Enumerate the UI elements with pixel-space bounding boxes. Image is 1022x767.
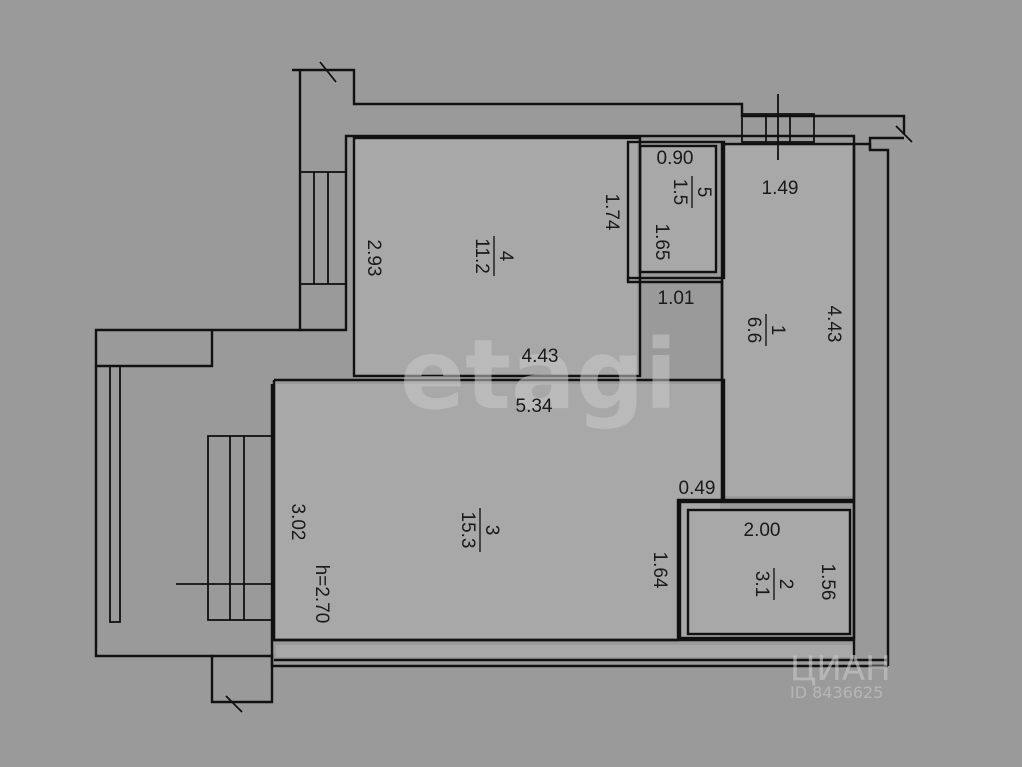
room-4-area: 11.2 bbox=[471, 238, 492, 274]
right-exterior-wall bbox=[868, 136, 904, 150]
top-exterior-wall bbox=[292, 68, 906, 134]
break-mark-right bbox=[895, 125, 913, 143]
bottom-exterior-wall bbox=[212, 654, 888, 668]
balcony-window bbox=[109, 365, 121, 623]
corridor-fill bbox=[276, 645, 854, 657]
dim-room4-width: 4.43 bbox=[522, 346, 559, 367]
room-5-walls bbox=[626, 140, 726, 280]
room-3-fill bbox=[276, 384, 720, 640]
room-5-inner bbox=[638, 144, 718, 274]
watermarks: etagi ЦИАН ID 8436625 bbox=[400, 319, 891, 702]
etagi-watermark: etagi bbox=[400, 319, 677, 431]
dim-room2-depth-right: 1.56 bbox=[817, 564, 838, 601]
dim-room4-depth: 2.93 bbox=[363, 240, 384, 277]
dim-room1-width: 1.49 bbox=[762, 178, 799, 199]
window-left-lower bbox=[207, 435, 273, 621]
room-3-number: 3 bbox=[481, 525, 502, 536]
room-2-area: 3.1 bbox=[751, 571, 772, 597]
dim-room2-depth-left: 1.64 bbox=[649, 552, 670, 589]
walls bbox=[94, 68, 906, 704]
room-3-label: 3 15.3 bbox=[457, 508, 502, 552]
room-5-area: 1.5 bbox=[669, 179, 690, 205]
room-2-inner bbox=[686, 508, 852, 636]
dim-room4-notch: 1.74 bbox=[601, 194, 622, 231]
room-fills bbox=[276, 138, 854, 657]
room-1-label: 1 6.6 bbox=[743, 314, 788, 346]
break-mark-bottom bbox=[225, 695, 243, 713]
room-4-fill bbox=[355, 138, 637, 374]
room-5-number: 5 bbox=[693, 187, 714, 198]
ceiling-height-label: h=2.70 bbox=[311, 565, 332, 624]
room-5-label: 5 1.5 bbox=[669, 176, 714, 208]
room-4-label: 4 11.2 bbox=[471, 236, 516, 276]
dim-room3-step: 0.49 bbox=[679, 478, 716, 499]
dim-room3-width: 5.34 bbox=[516, 396, 553, 417]
room-5-fill bbox=[642, 146, 716, 272]
room-1-area: 6.6 bbox=[743, 317, 764, 343]
room-4-number: 4 bbox=[495, 251, 516, 262]
room-2-label: 2 3.1 bbox=[751, 568, 796, 600]
room-2-fill bbox=[686, 510, 850, 634]
left-wall-lower bbox=[94, 366, 274, 704]
room-3-area: 15.3 bbox=[457, 512, 478, 549]
dim-room4-step: 1.01 bbox=[658, 288, 695, 309]
break-mark-top bbox=[319, 61, 337, 83]
dim-room2-width: 2.00 bbox=[744, 520, 781, 541]
labels: 4 11.2 5 1.5 1 6.6 3 15.3 2 3.1 4.43 2.9… bbox=[287, 148, 844, 623]
windows bbox=[109, 61, 913, 713]
cian-brand-watermark: ЦИАН bbox=[790, 649, 891, 689]
left-exterior-wall bbox=[94, 328, 300, 368]
dim-room5-width: 0.90 bbox=[657, 148, 694, 169]
room-1-number: 1 bbox=[767, 325, 788, 336]
room-1-fill bbox=[724, 146, 852, 496]
top-exterior-wall-inner bbox=[298, 70, 890, 666]
window-left-upper bbox=[299, 171, 347, 285]
dim-room3-depth: 3.02 bbox=[287, 504, 308, 541]
cian-id-watermark: ID 8436625 bbox=[790, 683, 883, 702]
dim-room1-depth: 4.43 bbox=[823, 306, 844, 343]
dim-room5-depth: 1.65 bbox=[651, 224, 672, 261]
room-2-number: 2 bbox=[775, 579, 796, 590]
